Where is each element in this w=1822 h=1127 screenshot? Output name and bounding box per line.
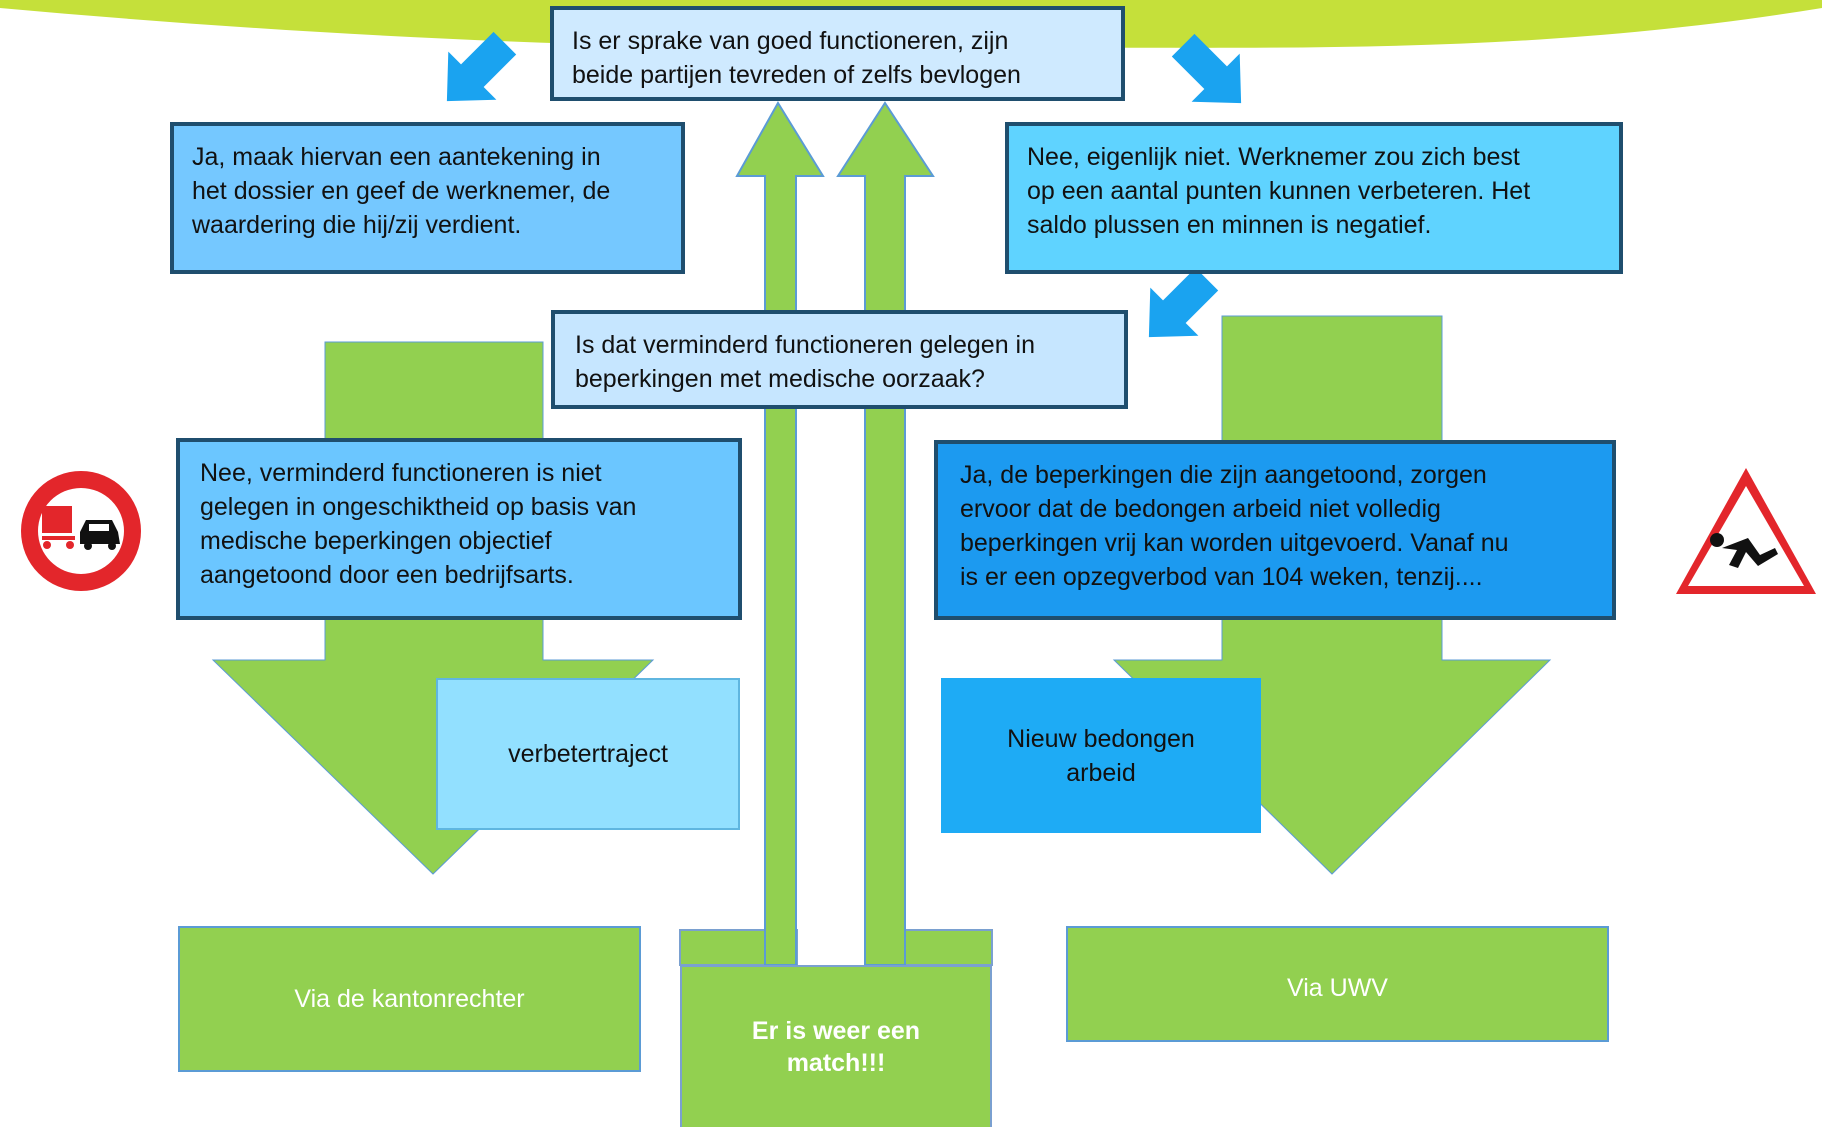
answer-no-right-line-1: Nee, eigenlijk niet. Werknemer zou zich … bbox=[1027, 143, 1520, 171]
question-top-line-1: Is er sprake van goed functioneren, zijn bbox=[572, 27, 1009, 55]
no-overtaking-sign-icon bbox=[21, 471, 141, 591]
blue-arrow-upper-right-icon bbox=[1171, 33, 1242, 104]
verbetertraject-box: verbetertraject bbox=[436, 678, 740, 830]
answer-nee-left-box: Nee, verminderd functioneren is niet gel… bbox=[176, 438, 742, 620]
question-top-box: Is er sprake van goed functioneren, zijn… bbox=[550, 6, 1125, 101]
answer-ja-right-line-4: is er een opzegverbod van 104 weken, ten… bbox=[960, 563, 1483, 591]
answer-yes-left-line-1: Ja, maak hiervan een aantekening in bbox=[192, 143, 601, 171]
answer-ja-right-line-1: Ja, de beperkingen die zijn aangetoond, … bbox=[960, 461, 1487, 489]
answer-nee-left-line-3: medische beperkingen objectief bbox=[200, 527, 552, 555]
question-top-line-2: beide partijen tevreden of zelfs bevloge… bbox=[572, 61, 1021, 89]
question-mid-line-1: Is dat verminderd functioneren gelegen i… bbox=[575, 331, 1036, 359]
match-line-1: Er is weer een bbox=[751, 1017, 921, 1045]
via-uwv-box: Via UWV bbox=[1066, 926, 1609, 1042]
answer-no-right-line-3: saldo plussen en minnen is negatief. bbox=[1027, 211, 1432, 239]
answer-yes-left-line-2: het dossier en geef de werknemer, de bbox=[192, 177, 611, 205]
answer-ja-right-line-2: ervoor dat de bedongen arbeid niet volle… bbox=[960, 495, 1441, 523]
question-mid-line-2: beperkingen met medische oorzaak? bbox=[575, 365, 985, 393]
match-line-2: match!!! bbox=[786, 1049, 886, 1077]
verbetertraject-label: verbetertraject bbox=[508, 740, 668, 768]
nieuw-bedongen-line-1: Nieuw bedongen bbox=[1007, 724, 1195, 753]
answer-yes-left-line-3: waardering die hij/zij verdient. bbox=[192, 211, 522, 239]
blue-arrow-upper-left-icon bbox=[446, 31, 517, 102]
warning-slip-fall-icon bbox=[1676, 468, 1816, 594]
via-uwv-label: Via UWV bbox=[1287, 974, 1388, 1002]
match-box: Er is weer een match!!! bbox=[680, 965, 992, 1127]
up-arrow-right bbox=[836, 101, 935, 966]
answer-yes-left-box: Ja, maak hiervan een aantekening in het … bbox=[170, 122, 685, 274]
nieuw-bedongen-line-2: arbeid bbox=[1066, 758, 1136, 787]
answer-no-right-box: Nee, eigenlijk niet. Werknemer zou zich … bbox=[1005, 122, 1623, 274]
via-kantonrechter-label: Via de kantonrechter bbox=[294, 985, 525, 1013]
question-mid-box: Is dat verminderd functioneren gelegen i… bbox=[551, 310, 1128, 409]
up-arrow-left bbox=[735, 101, 825, 966]
answer-nee-left-line-1: Nee, verminderd functioneren is niet bbox=[200, 459, 602, 487]
answer-ja-right-line-3: beperkingen vrij kan worden uitgevoerd. … bbox=[960, 529, 1509, 557]
blue-arrow-mid-right-icon bbox=[1148, 267, 1219, 338]
answer-nee-left-line-4: aangetoond door een bedrijfsarts. bbox=[200, 561, 574, 589]
nieuw-bedongen-box: Nieuw bedongen arbeid bbox=[941, 678, 1261, 833]
answer-ja-right-box: Ja, de beperkingen die zijn aangetoond, … bbox=[934, 440, 1616, 620]
via-kantonrechter-box: Via de kantonrechter bbox=[178, 926, 641, 1072]
answer-nee-left-line-2: gelegen in ongeschiktheid op basis van bbox=[200, 493, 637, 521]
answer-no-right-line-2: op een aantal punten kunnen verbeteren. … bbox=[1027, 177, 1531, 205]
